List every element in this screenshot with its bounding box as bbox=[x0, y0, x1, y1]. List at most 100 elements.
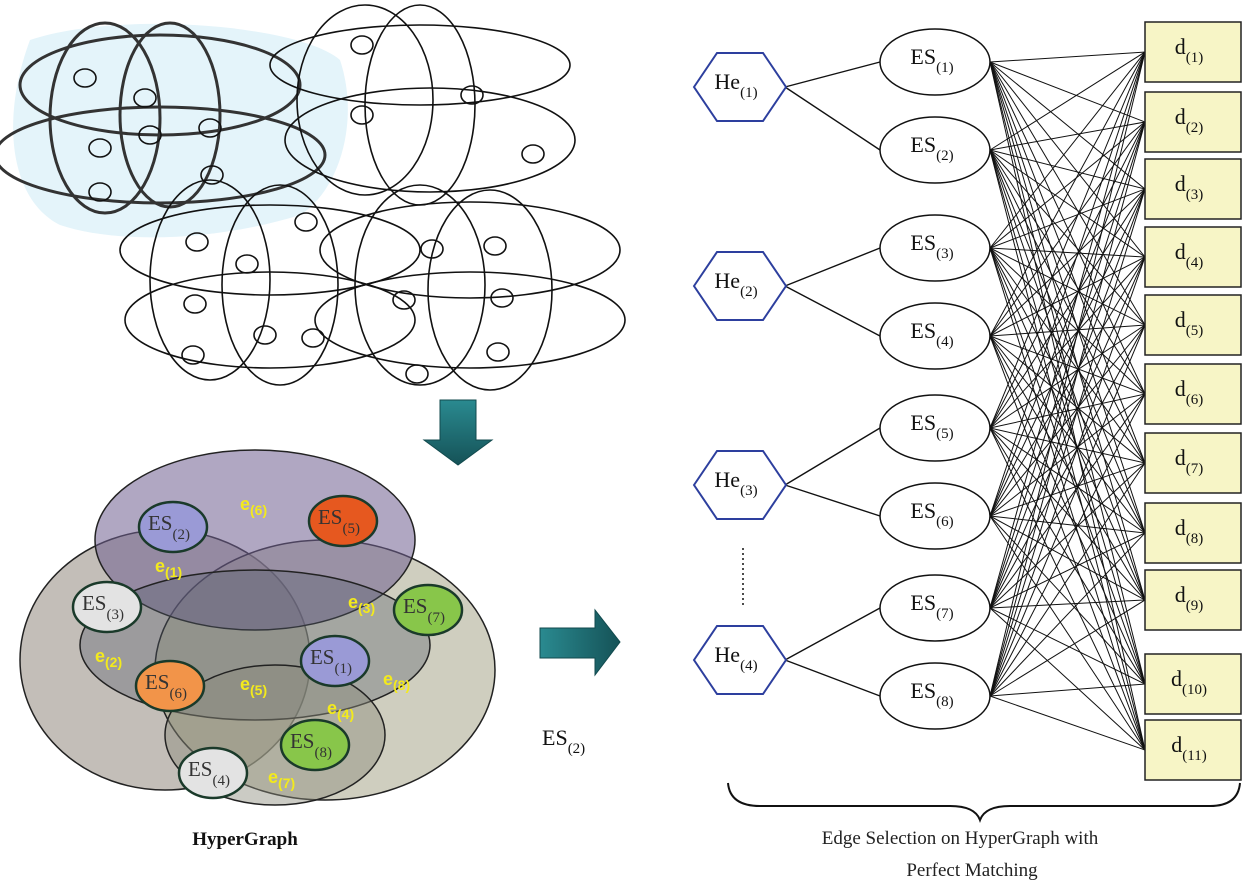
colored-hypergraph: ES(2)ES(5)ES(3)ES(7)ES(1)ES(6)ES(8)ES(4)… bbox=[19, 449, 496, 850]
es-device-link bbox=[989, 51, 1146, 517]
hypergraph-node-es1: ES(1) bbox=[299, 634, 371, 688]
svg-text:He(3): He(3) bbox=[714, 467, 757, 499]
svg-text:d(4): d(4) bbox=[1175, 239, 1204, 271]
es-device-link bbox=[989, 61, 1146, 751]
device-node: d(5) bbox=[1144, 294, 1242, 356]
device-node: d(7) bbox=[1144, 432, 1242, 494]
edge-set-node: ES(4) bbox=[879, 302, 991, 370]
svg-text:ES(2): ES(2) bbox=[148, 511, 190, 543]
edge-set-node: ES(7) bbox=[879, 574, 991, 642]
right-arrow-icon bbox=[539, 608, 621, 677]
vertex-circle bbox=[405, 364, 429, 384]
vertex-circle bbox=[200, 165, 224, 185]
es-device-link bbox=[989, 393, 1146, 517]
svg-text:d(2): d(2) bbox=[1175, 104, 1204, 136]
he-es-link bbox=[784, 285, 881, 337]
es-device-link bbox=[989, 515, 1146, 601]
vertex-circle bbox=[460, 85, 484, 105]
es-device-link bbox=[989, 51, 1146, 429]
es-device-link bbox=[989, 607, 1146, 751]
hyperedge-ellipse bbox=[269, 24, 571, 106]
es-device-link bbox=[989, 188, 1146, 609]
es-device-link bbox=[989, 247, 1146, 326]
es-device-link bbox=[989, 324, 1146, 697]
svg-text:ES(7): ES(7) bbox=[910, 590, 953, 622]
es-device-link bbox=[989, 51, 1146, 63]
device-node: d(3) bbox=[1144, 158, 1242, 220]
he-es-link bbox=[784, 427, 881, 486]
es-device-link bbox=[989, 607, 1146, 685]
es-device-link bbox=[989, 515, 1146, 534]
es-device-link bbox=[989, 683, 1146, 697]
vertex-circle bbox=[350, 105, 374, 125]
es-device-link bbox=[989, 427, 1146, 534]
es-device-link bbox=[989, 324, 1146, 429]
hyperedge-label: e(5) bbox=[240, 674, 267, 698]
hyperedge-label: e(1) bbox=[155, 556, 182, 580]
es-device-link bbox=[989, 324, 1146, 609]
vertex-circle bbox=[73, 68, 97, 88]
hypergraph-node-es6: ES(6) bbox=[134, 659, 206, 713]
hyperedge-ellipse bbox=[48, 21, 162, 215]
hyperedge-node: He(2) bbox=[692, 251, 788, 321]
es-device-link bbox=[989, 61, 1146, 258]
hyperedge-label: e(2) bbox=[95, 646, 122, 670]
svg-text:ES(2): ES(2) bbox=[910, 132, 953, 164]
device-node: d(1) bbox=[1144, 21, 1242, 83]
top-hypergraph bbox=[0, 4, 626, 391]
hypergraph-node-es4: ES(4) bbox=[177, 746, 249, 800]
es-device-link bbox=[989, 427, 1146, 751]
hyperedge-ellipse bbox=[314, 271, 626, 369]
he-es-link bbox=[784, 247, 881, 287]
es-device-link bbox=[989, 462, 1146, 697]
vertex-circle bbox=[88, 138, 112, 158]
es-device-link bbox=[989, 247, 1146, 601]
es-device-link bbox=[989, 121, 1146, 697]
svg-text:ES(3): ES(3) bbox=[910, 230, 953, 262]
svg-text:d(3): d(3) bbox=[1175, 171, 1204, 203]
he-es-link bbox=[784, 484, 881, 517]
svg-text:ES(4): ES(4) bbox=[910, 318, 953, 350]
es-device-link bbox=[989, 335, 1146, 751]
bipartite-caption-line2: Perfect Matching bbox=[906, 860, 1038, 881]
es-device-link bbox=[989, 61, 1146, 190]
es-device-link bbox=[989, 121, 1146, 609]
he-es-link bbox=[784, 86, 881, 151]
svg-text:He(1): He(1) bbox=[714, 69, 757, 101]
vertex-circle bbox=[183, 294, 207, 314]
svg-text:ES(6): ES(6) bbox=[910, 498, 953, 530]
vertex-circle bbox=[133, 88, 157, 108]
hyperedge-node: He(4) bbox=[692, 625, 788, 695]
es-device-link bbox=[989, 515, 1146, 751]
es-device-link bbox=[989, 393, 1146, 429]
svg-text:ES(4): ES(4) bbox=[188, 757, 230, 789]
hyperedge-ellipse bbox=[221, 184, 339, 386]
vertex-circle bbox=[301, 328, 325, 348]
svg-text:ES(5): ES(5) bbox=[318, 505, 360, 537]
es-device-link bbox=[989, 462, 1146, 517]
down-arrow-icon bbox=[422, 399, 494, 466]
vertex-circle bbox=[198, 118, 222, 138]
hyperedge-node: He(3) bbox=[692, 450, 788, 520]
svg-text:d(10): d(10) bbox=[1171, 666, 1207, 698]
svg-text:He(4): He(4) bbox=[714, 642, 757, 674]
es-device-link bbox=[989, 335, 1146, 534]
es-device-link bbox=[989, 51, 1146, 697]
edge-set-node: ES(3) bbox=[879, 214, 991, 282]
es-device-link bbox=[989, 51, 1146, 151]
es-device-link bbox=[989, 247, 1146, 534]
svg-text:ES(8): ES(8) bbox=[910, 678, 953, 710]
es-device-link bbox=[989, 695, 1146, 751]
vertex-circle bbox=[521, 144, 545, 164]
svg-text:d(1): d(1) bbox=[1175, 34, 1204, 66]
es-device-link bbox=[989, 61, 1146, 395]
es-device-link bbox=[989, 149, 1146, 534]
svg-text:ES(1): ES(1) bbox=[310, 645, 352, 677]
hypergraph-node-es2: ES(2) bbox=[137, 500, 209, 554]
svg-text:d(7): d(7) bbox=[1175, 445, 1204, 477]
edge-set-node: ES(2) bbox=[879, 116, 991, 184]
hyperedge-ellipse bbox=[149, 179, 271, 381]
es-device-link bbox=[989, 61, 1146, 534]
svg-text:ES(8): ES(8) bbox=[290, 729, 332, 761]
bipartite-graph: He(1)He(2)He(3)He(4) ES(1)ES(2)ES(3)ES(4… bbox=[692, 21, 1242, 881]
